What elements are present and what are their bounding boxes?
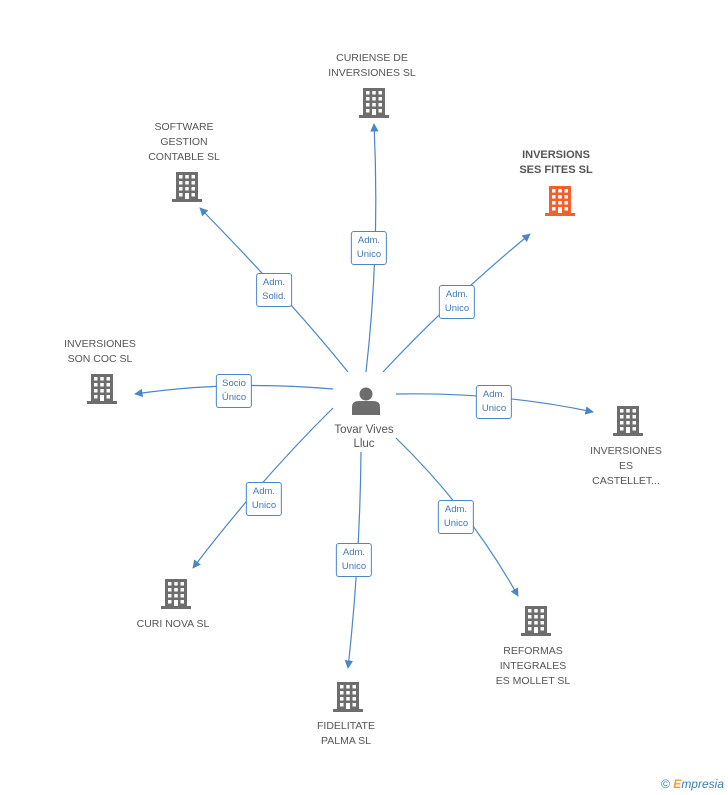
building-icon[interactable] — [545, 186, 575, 216]
role-badge-curiense: Adm. Unico — [350, 231, 388, 265]
building-icon[interactable] — [161, 579, 191, 609]
role-badge-son-coc: Socio Único — [215, 374, 253, 408]
building-icon[interactable] — [172, 172, 202, 202]
company-name-curi-nova[interactable]: CURI NOVA SL — [136, 618, 210, 630]
company-name-ses-fites[interactable]: INVERSIONS SES FITES SL — [519, 149, 593, 176]
company-name-fidelitate[interactable]: FIDELITATE PALMA SL — [317, 720, 375, 747]
building-icon[interactable] — [613, 406, 643, 436]
brand-name: mpresia — [681, 777, 724, 791]
role-badge-curi-nova: Adm. Unico — [245, 482, 283, 516]
company-name-son-coc[interactable]: INVERSIONES SON COC SL — [64, 338, 136, 365]
building-icon[interactable] — [359, 88, 389, 118]
footer-brand: © Empresia — [661, 777, 724, 791]
role-badge-software: Adm. Solid. — [256, 273, 292, 307]
person-icon[interactable] — [352, 387, 380, 416]
company-name-curiense[interactable]: CURIENSE DE INVERSIONES SL — [328, 52, 416, 79]
role-badge-reformas: Adm. Unico — [437, 500, 475, 534]
person-name[interactable]: Tovar Vives Lluc — [334, 424, 394, 450]
building-icon[interactable] — [521, 606, 551, 636]
building-icon[interactable] — [333, 682, 363, 712]
copyright-icon: © — [661, 777, 670, 791]
role-badge-castellet: Adm. Unico — [475, 385, 513, 419]
company-name-software[interactable]: SOFTWARE GESTION CONTABLE SL — [148, 121, 220, 163]
company-name-castellet[interactable]: INVERSIONES ES CASTELLET... — [590, 445, 662, 487]
role-badge-ses-fites: Adm. Unico — [438, 285, 476, 319]
building-icon[interactable] — [87, 374, 117, 404]
company-name-reformas[interactable]: REFORMAS INTEGRALES ES MOLLET SL — [495, 645, 571, 687]
brand-initial: E — [673, 777, 682, 791]
role-badge-fidelitate: Adm. Unico — [335, 543, 373, 577]
